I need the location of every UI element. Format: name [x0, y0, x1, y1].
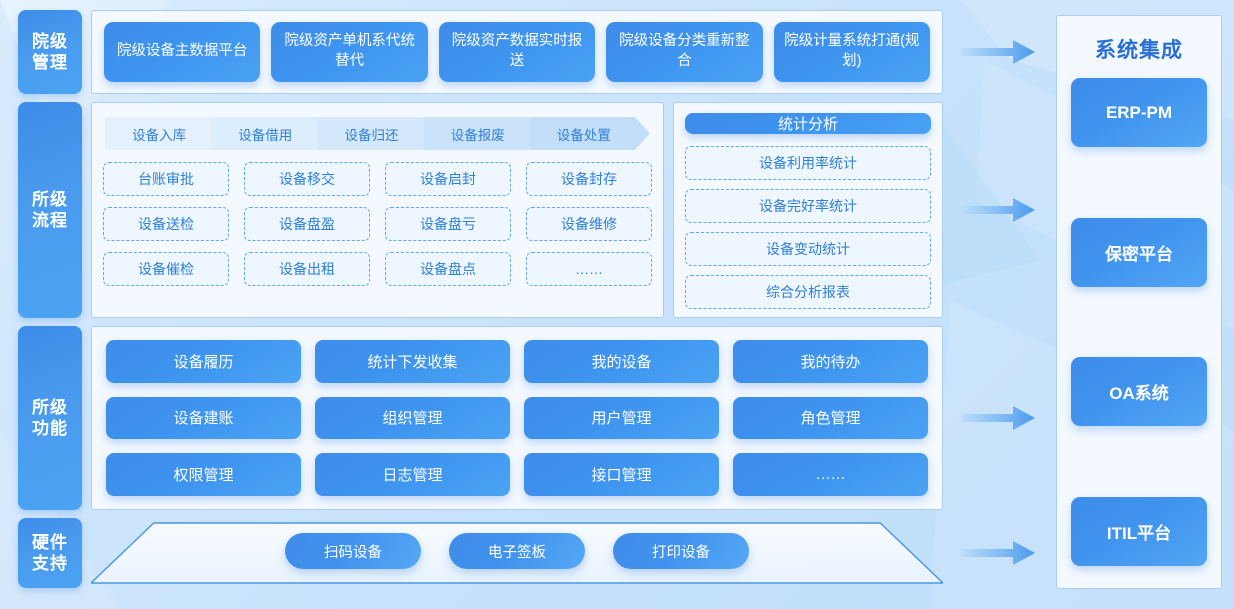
arrow-cell-4	[952, 518, 1044, 588]
row-institute-function: 所级 功能 设备履历 统计下发收集 我的设备 我的待办 设备建账 组织管理 用户…	[18, 326, 1044, 510]
function-button[interactable]: 组织管理	[315, 396, 510, 440]
function-button[interactable]: 日志管理	[315, 453, 510, 496]
process-action[interactable]: 设备催检	[103, 252, 229, 286]
function-button[interactable]: 设备履历	[106, 340, 301, 383]
statistics-item[interactable]: 设备完好率统计	[685, 189, 931, 223]
right-arrow-icon	[961, 541, 1035, 565]
function-button[interactable]: 角色管理	[733, 396, 928, 440]
function-button[interactable]: 我的设备	[524, 340, 719, 383]
process-action-more[interactable]: ……	[526, 252, 652, 286]
process-action[interactable]: 设备盘亏	[385, 207, 511, 241]
row-tag-line-2: 管理	[32, 53, 68, 72]
pill-button[interactable]: 院级设备主数据平台	[104, 22, 261, 82]
function-button[interactable]: 设备建账	[106, 396, 301, 440]
process-step[interactable]: 设备归还	[317, 117, 437, 150]
function-button[interactable]: 权限管理	[106, 453, 301, 496]
row-tag-line-2: 支持	[32, 554, 68, 573]
statistics-item[interactable]: 设备利用率统计	[685, 146, 931, 180]
row-tag-hardware-support: 硬件 支持	[18, 518, 82, 588]
process-action[interactable]: 设备送检	[103, 207, 229, 241]
pill-button[interactable]: 院级资产单机系代统替代	[271, 22, 428, 82]
panel-statistics: 统计分析 设备利用率统计 设备完好率统计 设备变动统计 综合分析报表	[673, 102, 943, 318]
statistics-item[interactable]: 综合分析报表	[685, 275, 931, 309]
row-tag-line-1: 硬件	[32, 532, 68, 552]
function-button[interactable]: 用户管理	[524, 396, 719, 440]
system-integration-item[interactable]: OA系统	[1071, 357, 1207, 427]
arrow-cell-2	[952, 102, 1044, 318]
hardware-button[interactable]: 扫码设备	[285, 533, 421, 569]
row-hardware-support: 硬件 支持 扫码设备 电子签板 打印设备	[18, 518, 1044, 588]
hardware-stage: 扫码设备 电子签板 打印设备	[91, 518, 943, 588]
statistics-title: 统计分析	[685, 113, 931, 134]
arrow-cell-3	[952, 326, 1044, 510]
row-tag-line-1: 所级	[32, 397, 68, 417]
left-column: 院级 管理 院级设备主数据平台 院级资产单机系代统替代 院级资产数据实时报送 院…	[18, 10, 1044, 597]
right-arrow-icon	[961, 40, 1035, 64]
process-panels-wrap: 设备入库 设备借用 设备归还 设备报废 设备处置 台账审批 设备移交 设备启封 …	[91, 102, 943, 318]
system-integration-item[interactable]: ITIL平台	[1071, 496, 1207, 566]
statistics-item[interactable]: 设备变动统计	[685, 232, 931, 266]
row-tag-line-1: 所级	[32, 189, 68, 209]
system-integration-list: ERP-PM 保密平台 OA系统 ITIL平台	[1071, 78, 1207, 572]
function-button[interactable]: 接口管理	[524, 453, 719, 496]
hardware-button[interactable]: 打印设备	[613, 533, 749, 569]
row-tag-line-1: 院级	[32, 31, 68, 51]
process-action[interactable]: 台账审批	[103, 162, 229, 196]
right-arrow-icon	[961, 198, 1035, 222]
process-step[interactable]: 设备报废	[424, 117, 544, 150]
system-integration-item[interactable]: ERP-PM	[1071, 78, 1207, 147]
process-action[interactable]: 设备出租	[244, 252, 370, 286]
process-action[interactable]: 设备启封	[385, 162, 511, 196]
process-step[interactable]: 设备借用	[211, 117, 331, 150]
process-action[interactable]: 设备移交	[244, 162, 370, 196]
right-arrow-icon	[961, 406, 1035, 430]
pill-button[interactable]: 院级计量系统打通(规划)	[773, 22, 930, 82]
process-action[interactable]: 设备封存	[526, 162, 652, 196]
function-button-more[interactable]: ……	[733, 453, 928, 496]
process-action-grid: 台账审批 设备移交 设备启封 设备封存 设备送检 设备盘盈 设备盘亏 设备维修 …	[103, 162, 652, 286]
system-integration-title: 系统集成	[1095, 39, 1183, 62]
process-action[interactable]: 设备盘盈	[244, 207, 370, 241]
panel-system-integration: 系统集成 ERP-PM 保密平台 OA系统 ITIL平台	[1056, 15, 1222, 589]
panel-process-flow: 设备入库 设备借用 设备归还 设备报废 设备处置 台账审批 设备移交 设备启封 …	[91, 102, 664, 318]
row-tag-hospital-management: 院级 管理	[18, 10, 82, 94]
function-button[interactable]: 统计下发收集	[315, 340, 510, 383]
pill-button[interactable]: 院级资产数据实时报送	[438, 22, 596, 82]
process-step-strip: 设备入库 设备借用 设备归还 设备报废 设备处置	[105, 117, 650, 150]
row-tag-line-2: 功能	[32, 419, 68, 438]
row-tag-institute-function: 所级 功能	[18, 326, 82, 510]
process-action[interactable]: 设备盘点	[385, 252, 511, 286]
statistics-list: 设备利用率统计 设备完好率统计 设备变动统计 综合分析报表	[685, 146, 931, 309]
function-button[interactable]: 我的待办	[733, 340, 928, 383]
panel-institute-function: 设备履历 统计下发收集 我的设备 我的待办 设备建账 组织管理 用户管理 角色管…	[91, 326, 943, 510]
system-integration-item[interactable]: 保密平台	[1071, 217, 1207, 287]
row-tag-line-2: 流程	[32, 211, 68, 230]
row-hospital-management: 院级 管理 院级设备主数据平台 院级资产单机系代统替代 院级资产数据实时报送 院…	[18, 10, 1044, 94]
process-step[interactable]: 设备处置	[530, 117, 650, 150]
panel-hospital-management: 院级设备主数据平台 院级资产单机系代统替代 院级资产数据实时报送 院级设备分类重…	[91, 10, 943, 94]
pill-button[interactable]: 院级设备分类重新整合	[606, 22, 763, 82]
row-institute-process: 所级 流程 设备入库 设备借用 设备归还 设备报废 设备处置 台账审批 设备移交	[18, 102, 1044, 318]
process-action[interactable]: 设备维修	[526, 207, 652, 241]
hardware-button[interactable]: 电子签板	[449, 533, 585, 569]
row-tag-institute-process: 所级 流程	[18, 102, 82, 318]
arrow-cell-1	[952, 10, 1044, 94]
process-step[interactable]: 设备入库	[105, 117, 225, 150]
